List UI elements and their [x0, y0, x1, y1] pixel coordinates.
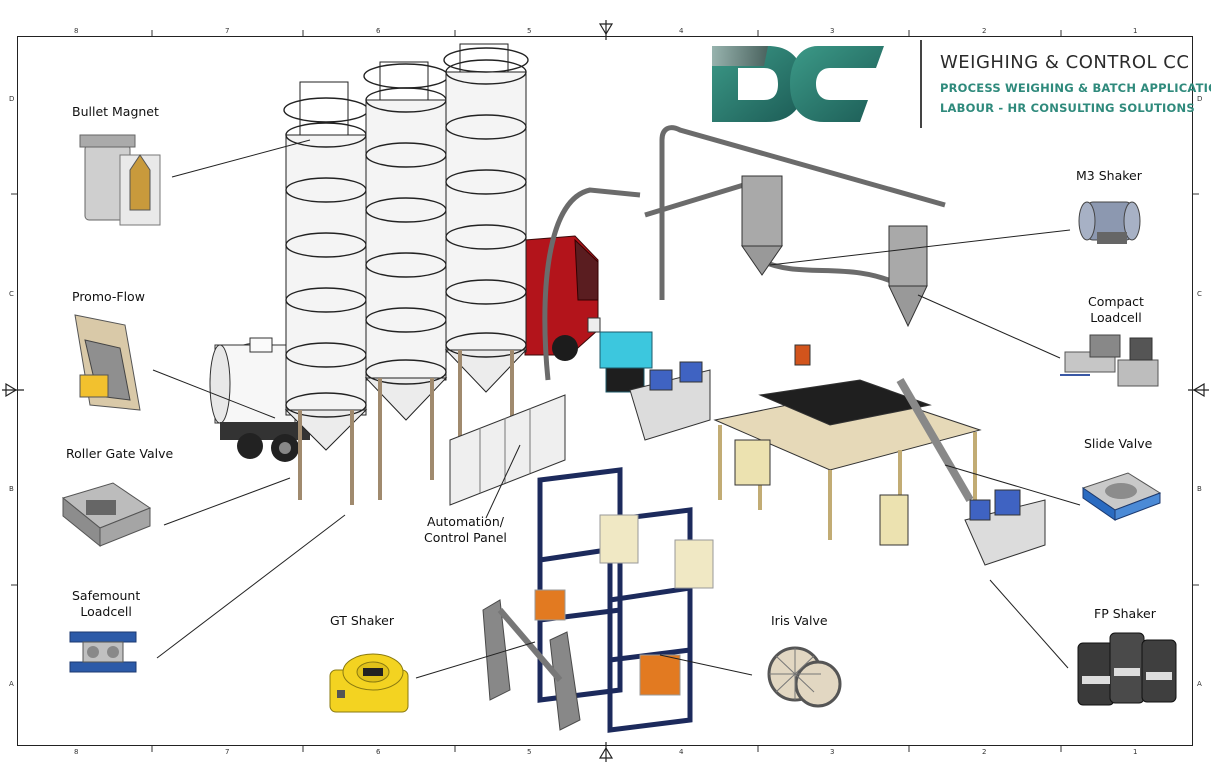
- label-slide-valve: Slide Valve: [1084, 436, 1153, 451]
- fp-shaker-image: [1077, 632, 1177, 706]
- ruler-bottom-8: 8: [74, 748, 79, 756]
- conveying-pipes: [542, 125, 946, 381]
- label-compact-line2: Loadcell: [1090, 310, 1142, 325]
- label-compact-loadcell: Compact Loadcell: [1088, 294, 1144, 326]
- ruler-top-1: 1: [1133, 27, 1138, 35]
- ruler-bottom-3: 3: [830, 748, 835, 756]
- left-hopper: [629, 361, 711, 441]
- ruler-bottom-4: 4: [679, 748, 684, 756]
- promo-flow-image: [74, 314, 141, 411]
- red-truck: [524, 235, 601, 361]
- slide-valve-image: [1081, 472, 1162, 521]
- ruler-bottom-7: 7: [225, 748, 230, 756]
- label-safemount-line2: Loadcell: [80, 604, 132, 619]
- ruler-top-8: 8: [74, 27, 79, 35]
- ruler-top-2: 2: [982, 27, 987, 35]
- ruler-bottom-2: 2: [982, 748, 987, 756]
- company-tagline-2: LABOUR - HR CONSULTING SOLUTIONS: [940, 101, 1195, 115]
- label-bullet-magnet: Bullet Magnet: [72, 104, 159, 119]
- logo-divider: [920, 40, 922, 128]
- company-logo-icon: [712, 46, 884, 122]
- label-safemount-line1: Safemount: [72, 588, 141, 603]
- ruler-left-d: D: [9, 95, 15, 103]
- ruler-right-c: C: [1197, 290, 1202, 298]
- label-fp-shaker: FP Shaker: [1094, 606, 1156, 621]
- ruler-ticks: [11, 30, 1199, 752]
- label-roller-gate-valve: Roller Gate Valve: [66, 446, 174, 461]
- roller-gate-valve-image: [61, 482, 152, 548]
- filter-receivers: [741, 175, 928, 328]
- safemount-loadcell-image: [69, 631, 137, 673]
- screw-conveyors: [482, 599, 581, 731]
- ruler-top-7: 7: [225, 27, 230, 35]
- label-gt-shaker: GT Shaker: [330, 613, 394, 628]
- control-panel-cabinet: [449, 394, 566, 506]
- label-automation-line2: Control Panel: [424, 530, 507, 545]
- label-automation-control-panel: Automation/ Control Panel: [424, 514, 507, 546]
- ruler-left-a: A: [9, 680, 14, 688]
- ruler-right-a: A: [1197, 680, 1202, 688]
- ruler-top-5: 5: [527, 27, 532, 35]
- ruler-right-b: B: [1197, 485, 1202, 493]
- center-markers: [2, 20, 1209, 762]
- callout-lines: [152, 139, 1081, 679]
- mixing-platform: [713, 344, 982, 546]
- label-safemount-loadcell: Safemount Loadcell: [72, 588, 140, 620]
- label-promo-flow: Promo-Flow: [72, 289, 145, 304]
- label-iris-valve: Iris Valve: [771, 613, 828, 628]
- company-name: WEIGHING & CONTROL CC: [940, 52, 1190, 73]
- ruler-right-d: D: [1197, 95, 1203, 103]
- compact-loadcell-image: [1060, 334, 1159, 387]
- ruler-bottom-6: 6: [376, 748, 381, 756]
- ruler-bottom-1: 1: [1133, 748, 1138, 756]
- label-compact-line1: Compact: [1088, 294, 1144, 309]
- ruler-top-4: 4: [679, 27, 684, 35]
- label-m3-shaker: M3 Shaker: [1076, 168, 1142, 183]
- bulk-bag-frames: [537, 467, 693, 733]
- ruler-left-c: C: [9, 290, 14, 298]
- ruler-top-3: 3: [830, 27, 835, 35]
- drawing-frame: [17, 36, 1193, 746]
- m3-shaker-image: [1078, 201, 1141, 244]
- tanker-truck: [209, 337, 310, 462]
- gt-shaker-image: [329, 653, 409, 713]
- silo-group: [283, 43, 529, 505]
- iris-valve-image: [767, 646, 842, 708]
- company-tagline-1: PROCESS WEIGHING & BATCH APPLICATIONS: [940, 81, 1211, 95]
- cyan-feeder: [599, 331, 653, 393]
- ruler-left-b: B: [9, 485, 14, 493]
- ruler-bottom-5: 5: [527, 748, 532, 756]
- ruler-top-6: 6: [376, 27, 381, 35]
- label-automation-line1: Automation/: [426, 514, 504, 529]
- bulk-bags: [534, 514, 714, 696]
- right-hopper: [964, 489, 1046, 566]
- bullet-magnet-image: [79, 134, 161, 226]
